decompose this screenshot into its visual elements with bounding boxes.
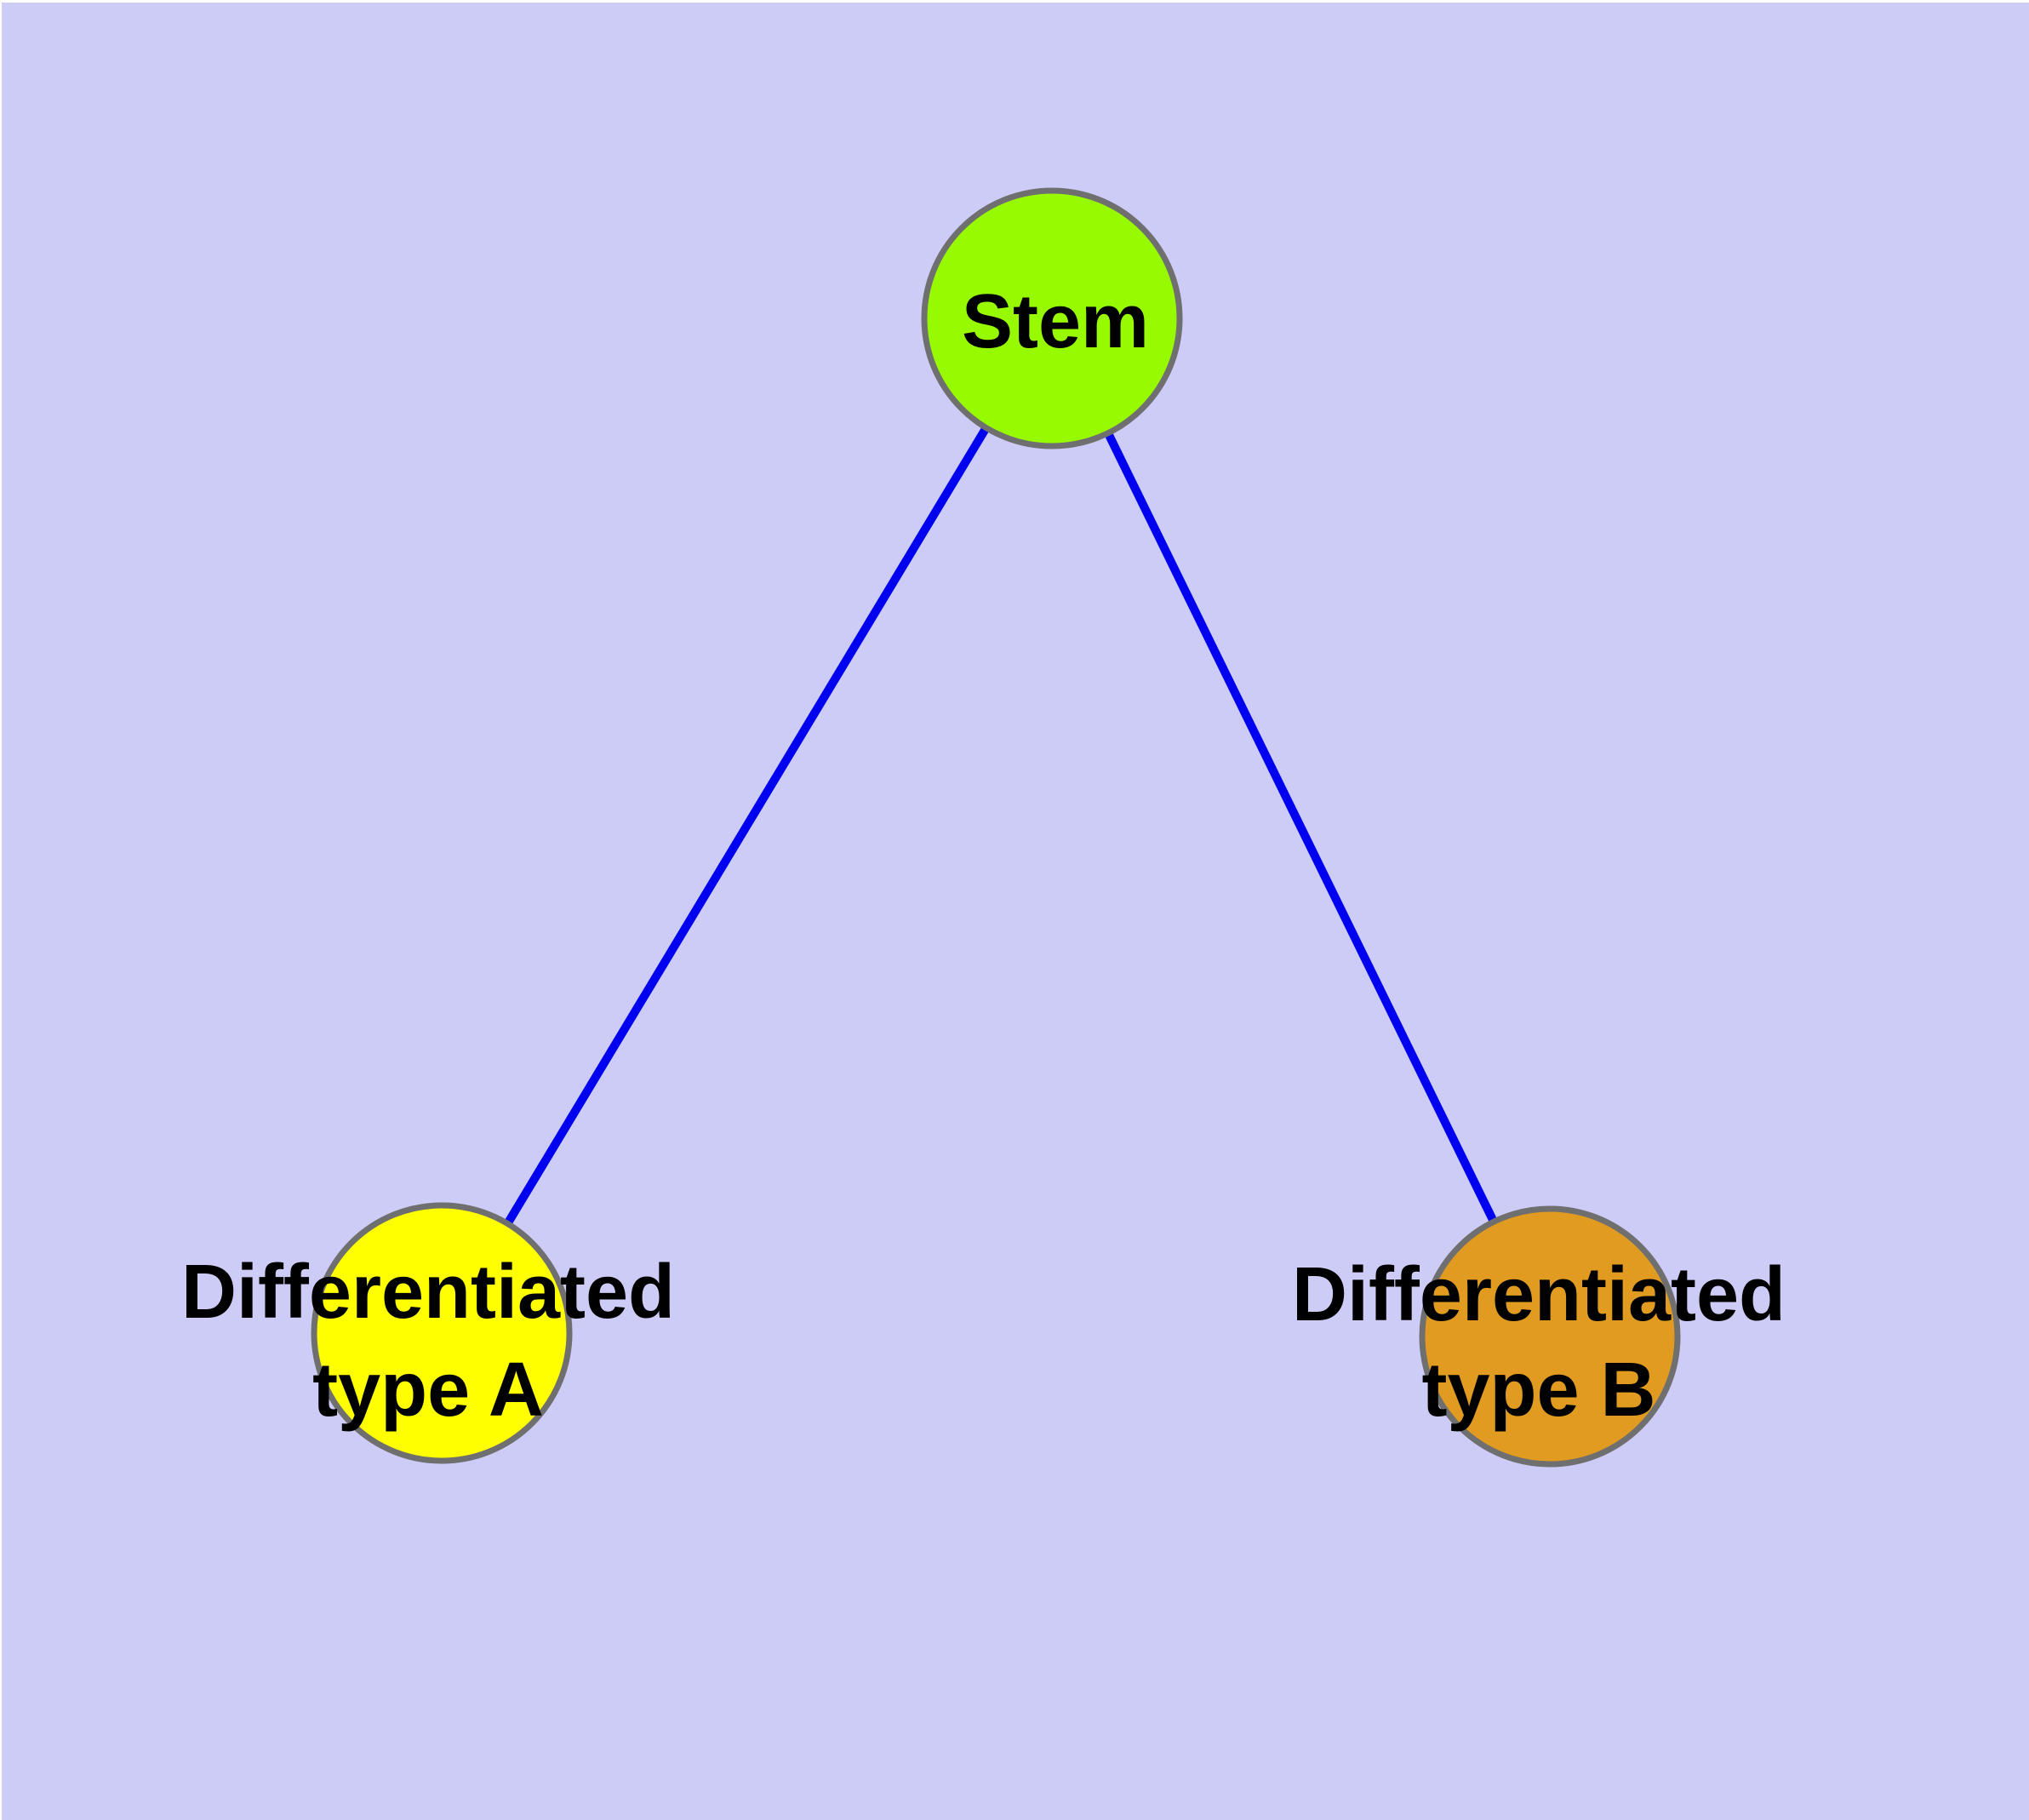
- stem-node-label: Stem: [962, 279, 1149, 364]
- edge-stem-to-type-a: [437, 316, 1056, 1336]
- node-layer: [311, 187, 1681, 1468]
- type-a-node-label-line1: Differentiated: [181, 1250, 675, 1335]
- label-layer: Stem Differentiated type A Differentiate…: [181, 279, 1786, 1433]
- edge-layer: [437, 316, 1554, 1339]
- node-differentiated-type-a: [311, 1202, 573, 1464]
- type-b-node-label-line2: type B: [1421, 1348, 1655, 1433]
- edge-stem-to-type-b: [1048, 316, 1554, 1339]
- node-stem: [921, 187, 1183, 449]
- type-a-node-label-line2: type A: [312, 1348, 544, 1433]
- type-b-node-label-line1: Differentiated: [1292, 1252, 1786, 1337]
- node-differentiated-type-b: [1419, 1205, 1681, 1468]
